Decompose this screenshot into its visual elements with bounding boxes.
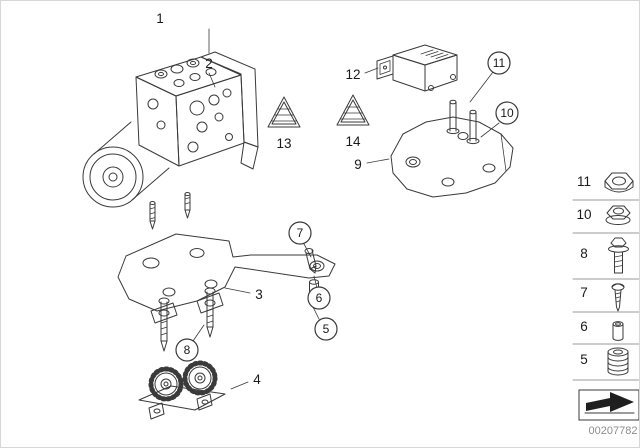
legend-label-7[interactable]: 7 (580, 285, 588, 300)
legend-label-11[interactable]: 11 (577, 174, 591, 189)
direction-arrow (578, 389, 639, 421)
leader-lines (192, 28, 500, 390)
part-number: 00207782 (589, 425, 638, 437)
rubber-grommet-icon (607, 347, 629, 376)
callout-13[interactable]: 13 (276, 136, 291, 151)
callout-14[interactable]: 14 (345, 134, 361, 149)
callout-7[interactable]: 7 (297, 226, 304, 240)
callout-2[interactable]: 2 (205, 56, 213, 71)
spacer-sleeve-icon (612, 321, 624, 341)
rotation-speed-sensor-drawing (376, 44, 458, 92)
screw-drawing (304, 248, 317, 274)
legend-label-10[interactable]: 10 (576, 207, 591, 222)
callout-9[interactable]: 9 (354, 157, 362, 172)
legend-label-6[interactable]: 6 (580, 319, 588, 334)
hex-bolt-icon (608, 237, 629, 274)
fixing-bolt-drawing (158, 297, 170, 352)
fixing-bolt-drawing (204, 287, 216, 338)
flange-nut-icon (605, 205, 631, 225)
warning-triangle-icon (336, 94, 370, 126)
direction-arrow-icon (586, 392, 634, 412)
hex-nut-icon (604, 172, 634, 193)
rubber-mount-pair-drawing (138, 360, 226, 420)
callout-3[interactable]: 3 (255, 287, 263, 302)
sensor-bracket-drawing (390, 99, 514, 198)
callout-8[interactable]: 8 (184, 343, 191, 357)
callout-4[interactable]: 4 (253, 372, 261, 387)
callout-10[interactable]: 10 (500, 106, 514, 120)
hydro-unit-drawing (82, 51, 259, 230)
tapping-screw-icon (611, 283, 625, 312)
warning-triangle-icon (267, 96, 301, 128)
callout-6[interactable]: 6 (316, 291, 323, 305)
callout-12[interactable]: 12 (345, 67, 360, 82)
mounting-bracket-drawing (117, 233, 336, 352)
callout-1[interactable]: 1 (156, 11, 164, 26)
callout-circles (175, 51, 519, 362)
callout-5[interactable]: 5 (323, 322, 330, 336)
callout-11[interactable]: 11 (493, 56, 506, 70)
legend-label-8[interactable]: 8 (580, 246, 588, 261)
legend-label-5[interactable]: 5 (580, 352, 588, 367)
legend-linework (572, 172, 639, 421)
